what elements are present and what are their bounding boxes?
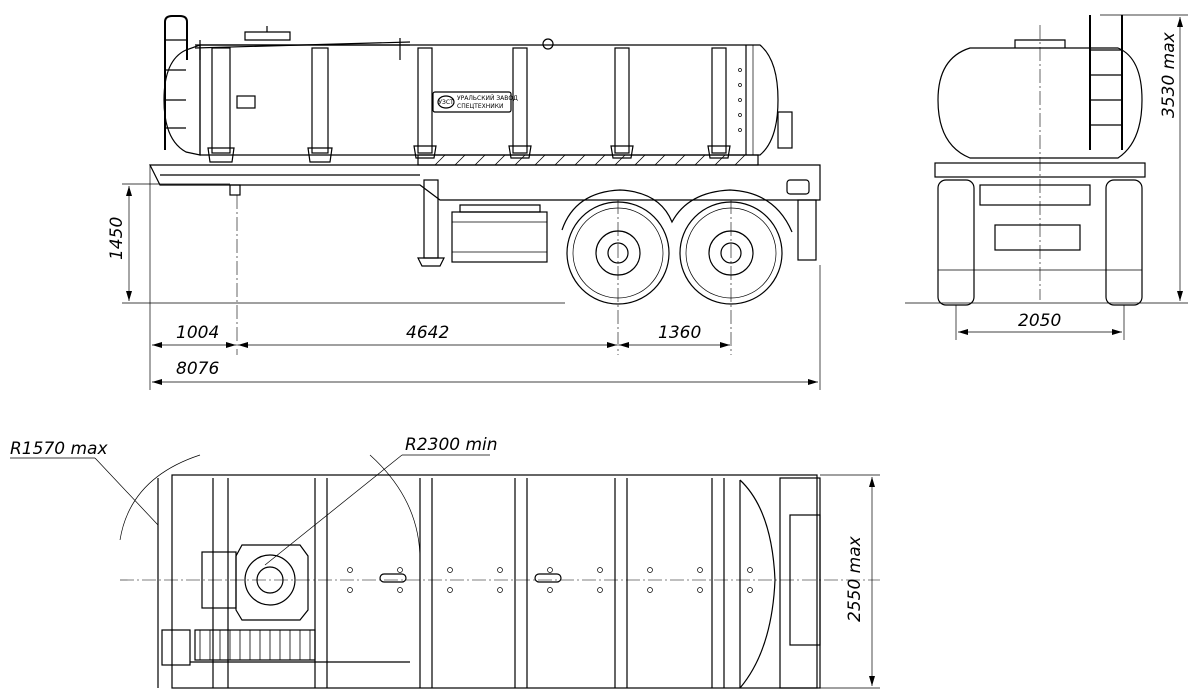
- dim-kingpin-to-axles: 4642: [406, 323, 449, 343]
- rear-dimensions: 3530 max 2050: [905, 14, 1188, 340]
- top-view: [120, 474, 880, 689]
- rear-wheels: [561, 189, 793, 305]
- frame-hatching: [434, 154, 746, 166]
- dim-track-width: 2050: [1018, 311, 1061, 331]
- bolt-holes: [347, 567, 753, 593]
- top-dimensions: R1570 max R2300 min 2550 max: [10, 435, 880, 689]
- dim-axle-spread: 1360: [658, 323, 701, 343]
- dim-overall-length: 8076: [176, 359, 219, 379]
- band-clamps: [207, 145, 731, 163]
- dim-overall-width: 2550 max: [845, 535, 865, 622]
- manufacturer-nameplate: УЗСТ УРАЛЬСКИЙ ЗАВОД СПЕЦТЕХНИКИ: [432, 91, 518, 113]
- walkway-grating: [199, 630, 311, 660]
- tank-body: [163, 15, 793, 163]
- rear-view: [934, 15, 1146, 306]
- dim-front-swing-radius: R1570 max: [10, 439, 108, 459]
- nameplate-line1: УРАЛЬСКИЙ ЗАВОД: [457, 95, 518, 102]
- nameplate-logo: УЗСТ: [438, 99, 454, 106]
- chassis-frame: [149, 154, 821, 267]
- dim-overall-height: 3530 max: [1159, 31, 1179, 118]
- side-dimensions: 1450 1004 4642 1360 8076: [107, 165, 821, 390]
- dim-front-overhang: 1004: [176, 323, 219, 343]
- nameplate-line2: СПЕЦТЕХНИКИ: [457, 103, 503, 110]
- dim-turning-radius: R2300 min: [405, 435, 498, 455]
- dim-coupling-height: 1450: [107, 217, 127, 260]
- side-view: УЗСТ УРАЛЬСКИЙ ЗАВОД СПЕЦТЕХНИКИ: [149, 15, 821, 355]
